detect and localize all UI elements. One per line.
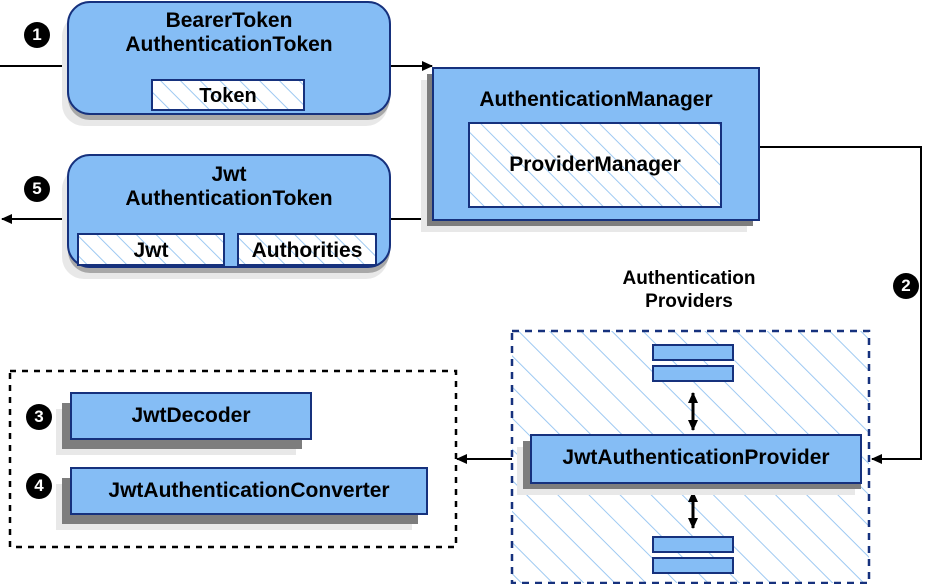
authentication-manager-slot-provider-manager[interactable] — [468, 122, 722, 208]
jwt-authentication-token-slot-jwt[interactable] — [77, 233, 225, 266]
provider-placeholder-bar — [652, 536, 734, 553]
step-marker-2-label: 2 — [901, 276, 911, 295]
step-marker-1-label: 1 — [32, 25, 42, 44]
step-marker-5-label: 5 — [32, 179, 42, 198]
bearer-token-slot-token[interactable] — [151, 79, 305, 111]
step-marker-4-label: 4 — [34, 476, 44, 495]
jwt-support-components-group-box — [8, 369, 458, 549]
step-marker-1: 1 — [24, 22, 50, 48]
jwt-authentication-provider-node[interactable] — [530, 434, 862, 484]
jwt-authentication-token-slot-authorities[interactable] — [237, 233, 377, 266]
step-marker-3-label: 3 — [34, 407, 44, 426]
connector-manager-to-provider — [759, 146, 922, 464]
provider-placeholder-bar — [652, 557, 734, 574]
step-marker-5: 5 — [24, 176, 50, 202]
bearer-token-node[interactable] — [67, 1, 391, 115]
step-marker-3: 3 — [26, 404, 52, 430]
jwt-authentication-converter-node[interactable] — [70, 467, 428, 515]
step-marker-4: 4 — [26, 473, 52, 499]
step-marker-2: 2 — [893, 273, 919, 299]
authentication-providers-group-title: Authentication Providers — [622, 268, 756, 312]
provider-placeholder-bar — [652, 344, 734, 361]
provider-placeholder-bar — [652, 365, 734, 382]
jwt-decoder-node[interactable] — [70, 392, 312, 440]
